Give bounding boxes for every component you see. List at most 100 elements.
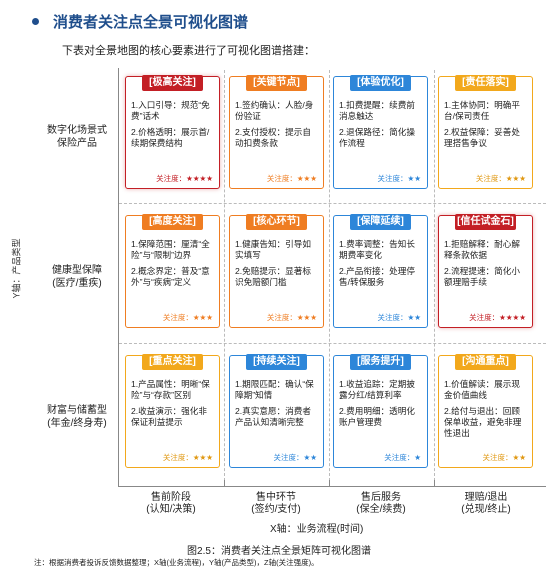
matrix-card: [服务提升] 1.收益追踪：定期披露分红/结算利率 2.费用明细：透明化账户管理费… [333,354,428,468]
card-point-1: 1.价值解读：展示现金价值曲线 [444,379,520,400]
row-label-line2: 保险产品 [57,138,97,149]
card-tag: [保障延续] [350,214,411,230]
card-point-1: 1.期限匹配：确认“保障期”知情 [235,379,314,400]
row-label-line2: (年金/终身寿) [47,418,107,429]
card-tag: [高度关注] [142,214,203,230]
row-label-line1: 数字化场景式 [47,125,107,136]
grid-line-h [119,343,546,344]
column-label-line2: (兑现/终止) [461,504,511,515]
intro-text: 下表对全景地图的核心要素进行了可视化图谱搭建： [62,45,315,57]
card-point-2: 2.退保路径：简化操作流程 [339,127,415,148]
attention-rating: 关注度：★ [384,453,421,462]
card-point-1: 1.主体协同：明确平台/保司责任 [444,100,520,121]
card-tag: [体验优化] [350,75,411,91]
column-label-line2: (签约/支付) [251,504,301,515]
card-point-2: 2.权益保障：妥善处理搭售争议 [444,127,520,148]
attention-rating: 关注度：★★ [377,313,421,322]
section-title: 消费者关注点全景可视化图谱 [53,14,249,31]
grid-line-h [119,203,546,204]
card-point-1: 1.拒赔解释：耐心解释条款依据 [444,239,520,260]
column-label-line2: (保全/续费) [356,504,406,515]
card-point-2: 2.给付与退出：回顾保单收益，避免非理性退出 [444,406,522,438]
card-tag: [沟通重点] [455,354,516,370]
column-label-line1: 理赔/退出 [464,492,508,503]
grid-line-v [224,70,225,486]
card-point-2: 2.支付授权：提示自动扣费条款 [235,127,311,148]
column-label-line2: (认知/决策) [146,504,196,515]
matrix-card: [保障延续] 1.费率调整：告知长期费率变化 2.产品衔接：处理停售/转保服务 关… [333,214,428,328]
card-tag: [重点关注] [142,354,203,370]
attention-rating: 关注度：★★ [273,453,317,462]
card-point-1: 1.保障范围：厘清“全险”与“限制”边界 [131,239,210,260]
column-label-line1: 售后服务 [361,492,401,503]
matrix-card: [核心环节] 1.健康告知：引导如实填写 2.免赔提示：显著标识免赔额门槛 关注度… [229,214,324,328]
card-tag: [责任落实] [455,75,516,91]
figure-note: 注：根据消费者投诉反馈数据整理；X轴(业务流程)，Y轴(产品类型)，Z轴(关注强… [34,558,319,567]
card-tag: [服务提升] [350,354,411,370]
column-label-aftersale: 售后服务 (保全/续费) [331,492,431,516]
section-heading: 消费者关注点全景可视化图谱 [32,11,248,32]
card-point-2: 2.概念界定：普及“意外”与“疾病”定义 [131,266,210,287]
attention-rating: 关注度：★★★★ [156,174,213,183]
attention-rating: 关注度：★★★★ [469,313,526,322]
card-point-1: 1.费率调整：告知长期费率变化 [339,239,415,260]
card-point-2: 2.收益演示：强化非保证利益提示 [131,406,207,427]
row-label-wealth: 财富与储蓄型 (年金/终身寿) [36,404,118,430]
x-axis-title: X轴：业务流程(时间) [270,524,364,535]
x-axis-tick [434,480,435,486]
y-axis-line [118,68,119,486]
figure-caption: 图2.5：消费者关注点全景矩阵可视化图谱 [187,546,371,557]
card-tag: [持续关注] [246,354,307,370]
card-tag: [关键节点] [246,75,307,91]
column-label-line1: 售中环节 [256,492,296,503]
card-point-2: 2.真实意愿：消费者产品认知清晰完整 [235,406,311,427]
row-label-line1: 健康型保障 [52,265,102,276]
matrix-card: [体验优化] 1.扣费提醒：续费前消息触达 2.退保路径：简化操作流程 关注度：★… [333,75,428,189]
card-tag: [极高关注] [142,75,203,91]
attention-rating: 关注度：★★ [377,174,421,183]
card-tag: [核心环节] [246,214,307,230]
bullet-dot-icon [32,18,39,25]
row-label-health: 健康型保障 (医疗/重疾) [36,264,118,290]
grid-line-v [434,70,435,486]
x-axis-line [118,486,546,487]
matrix-card: [高度关注] 1.保障范围：厘清“全险”与“限制”边界 2.概念界定：普及“意外”… [125,214,220,328]
card-point-2: 2.免赔提示：显著标识免赔额门槛 [235,266,311,287]
row-label-line1: 财富与储蓄型 [47,405,107,416]
card-point-1: 1.产品属性：明晰“保险”与“存款”区别 [131,379,210,400]
y-axis-label: Y轴：产品类型 [0,238,28,300]
grid-line-v [329,70,330,486]
matrix-card: [持续关注] 1.期限匹配：确认“保障期”知情 2.真实意愿：消费者产品认知清晰完… [229,354,324,468]
card-point-2: 2.流程提速：简化小额理赔手续 [444,266,520,287]
x-axis-tick [224,480,225,486]
matrix-card: [关键节点] 1.签约确认：人脸/身份验证 2.支付授权：提示自动扣费条款 关注度… [229,75,324,189]
row-label-digital: 数字化场景式 保险产品 [36,124,118,150]
column-label-insale: 售中环节 (签约/支付) [226,492,326,516]
column-label-line1: 售前阶段 [151,492,191,503]
column-label-presale: 售前阶段 (认知/决策) [121,492,221,516]
card-point-2: 2.产品衔接：处理停售/转保服务 [339,266,415,287]
matrix-card: [沟通重点] 1.价值解读：展示现金价值曲线 2.给付与退出：回顾保单收益，避免非… [438,354,533,468]
attention-rating: 关注度：★★★ [266,174,317,183]
y-axis-label-text: Y轴：产品类型 [11,238,22,299]
card-tag: [信任试金石] [455,214,516,230]
attention-rating: 关注度：★★ [482,453,526,462]
matrix-card: [重点关注] 1.产品属性：明晰“保险”与“存款”区别 2.收益演示：强化非保证利… [125,354,220,468]
card-point-1: 1.签约确认：人脸/身份验证 [235,100,314,121]
card-point-2: 2.价格透明：展示首/续期保费结构 [131,127,210,148]
matrix-card: [信任试金石] 1.拒赔解释：耐心解释条款依据 2.流程提速：简化小额理赔手续 关… [438,214,533,328]
card-point-1: 1.收益追踪：定期披露分红/结算利率 [339,379,415,400]
column-label-claims: 理赔/退出 (兑现/终止) [436,492,536,516]
x-axis-tick [329,480,330,486]
card-point-2: 2.费用明细：透明化账户管理费 [339,406,415,427]
attention-rating: 关注度：★★★ [266,313,317,322]
attention-rating: 关注度：★★★ [475,174,526,183]
card-point-1: 1.扣费提醒：续费前消息触达 [339,100,415,121]
attention-rating: 关注度：★★★ [162,313,213,322]
card-point-1: 1.入口引导：规范“免费”话术 [131,100,210,121]
row-label-line2: (医疗/重疾) [52,278,102,289]
card-point-1: 1.健康告知：引导如实填写 [235,239,311,260]
matrix-card: [责任落实] 1.主体协同：明确平台/保司责任 2.权益保障：妥善处理搭售争议 关… [438,75,533,189]
attention-rating: 关注度：★★★ [162,453,213,462]
